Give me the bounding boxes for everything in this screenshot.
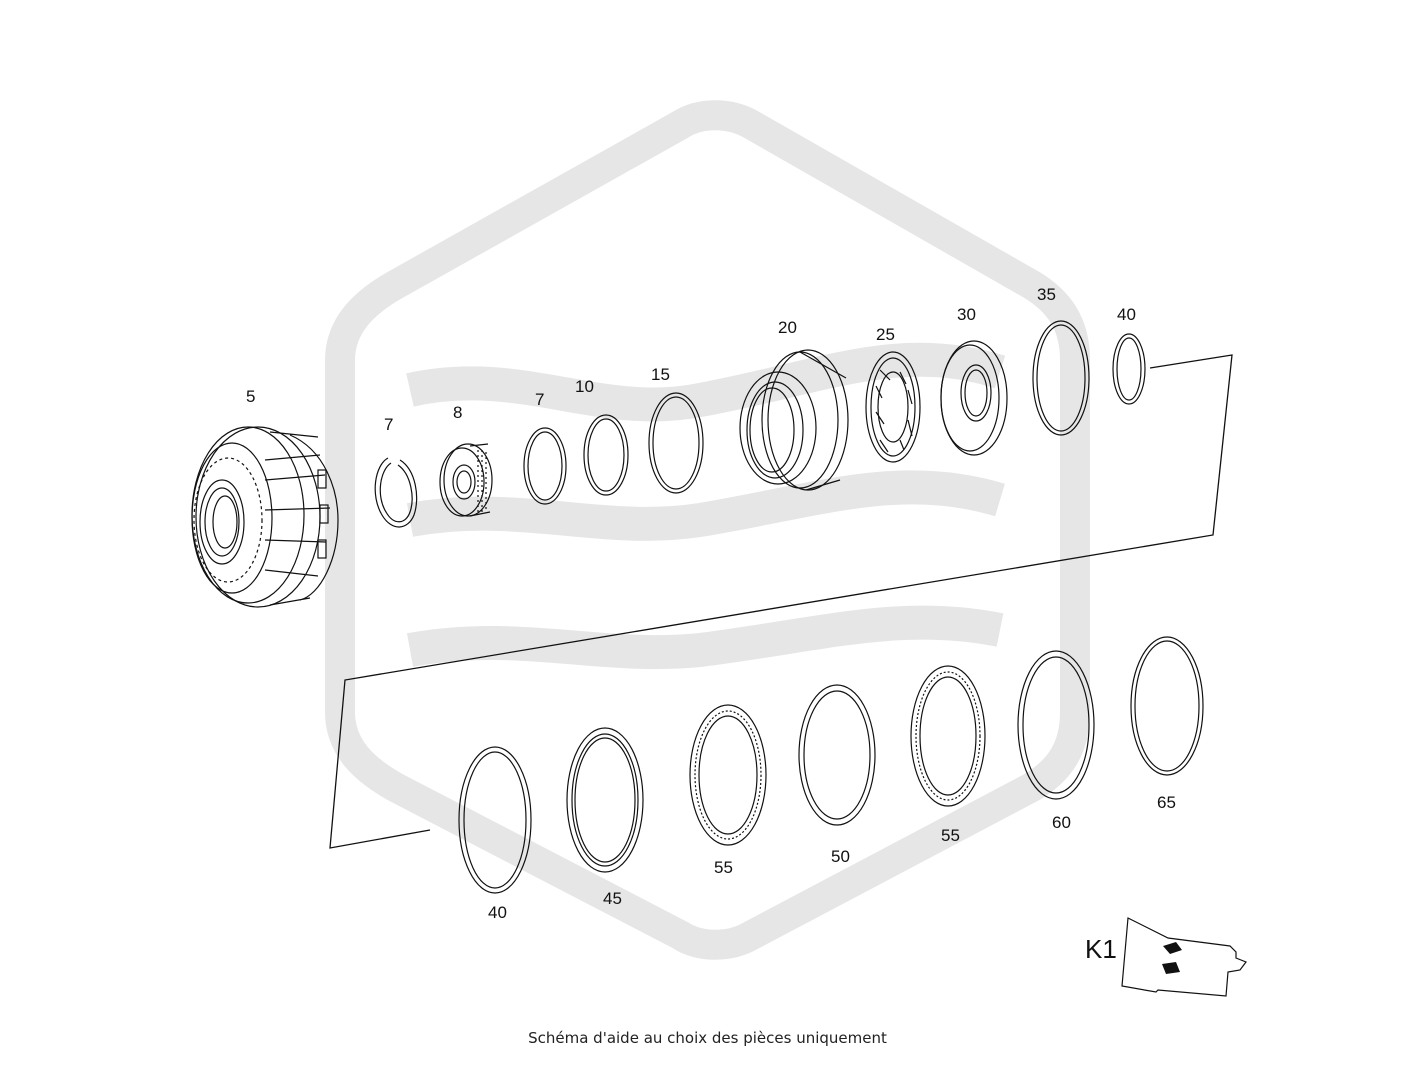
watermark-logo [325, 100, 1090, 960]
callout-55b: 55 [941, 826, 960, 845]
callout-60: 60 [1052, 813, 1071, 832]
callout-65: 65 [1157, 793, 1176, 812]
callout-35: 35 [1037, 285, 1056, 304]
callout-40b: 40 [488, 903, 507, 922]
part-60-plate [1017, 650, 1095, 800]
part-50-plate [798, 684, 876, 826]
part-40b-plate [458, 746, 532, 894]
callout-7b: 7 [535, 390, 544, 409]
part-35-ring [1032, 320, 1090, 436]
callout-45: 45 [603, 889, 622, 908]
callout-50: 50 [831, 847, 850, 866]
callout-5: 5 [246, 387, 255, 406]
callout-20: 20 [778, 318, 797, 337]
part-30-piston [940, 340, 1008, 456]
diagram-caption: Schéma d'aide au choix des pièces unique… [528, 1029, 887, 1047]
part-55-friction-plate [689, 704, 767, 846]
part-8-bearing [439, 443, 493, 517]
part-20-hub [739, 349, 849, 491]
callout-7: 7 [384, 415, 393, 434]
k1-inset: K1 [1085, 917, 1247, 997]
callout-10: 10 [575, 377, 594, 396]
part-7-snap-ring [374, 457, 418, 528]
part-7b-snap-ring [523, 427, 567, 505]
callout-15: 15 [651, 365, 670, 384]
callout-55: 55 [714, 858, 733, 877]
callout-labels: 5 7 8 7 10 15 20 25 30 35 40 40 45 55 50… [246, 285, 1176, 922]
transmission-outline [1121, 917, 1247, 997]
leader-lines [329, 354, 1233, 849]
part-45-plate [566, 727, 644, 873]
part-15-ring [648, 392, 704, 494]
part-5-drum [191, 426, 339, 608]
part-55b-friction-plate [910, 665, 986, 807]
callout-25: 25 [876, 325, 895, 344]
callout-30: 30 [957, 305, 976, 324]
part-65-snap-ring [1130, 636, 1204, 776]
callout-8: 8 [453, 403, 462, 422]
k1-label: K1 [1085, 934, 1117, 964]
part-25-thrust-bearing [865, 351, 921, 463]
part-10-ring [583, 414, 629, 496]
callout-40: 40 [1117, 305, 1136, 324]
part-40-seal [1112, 333, 1146, 405]
